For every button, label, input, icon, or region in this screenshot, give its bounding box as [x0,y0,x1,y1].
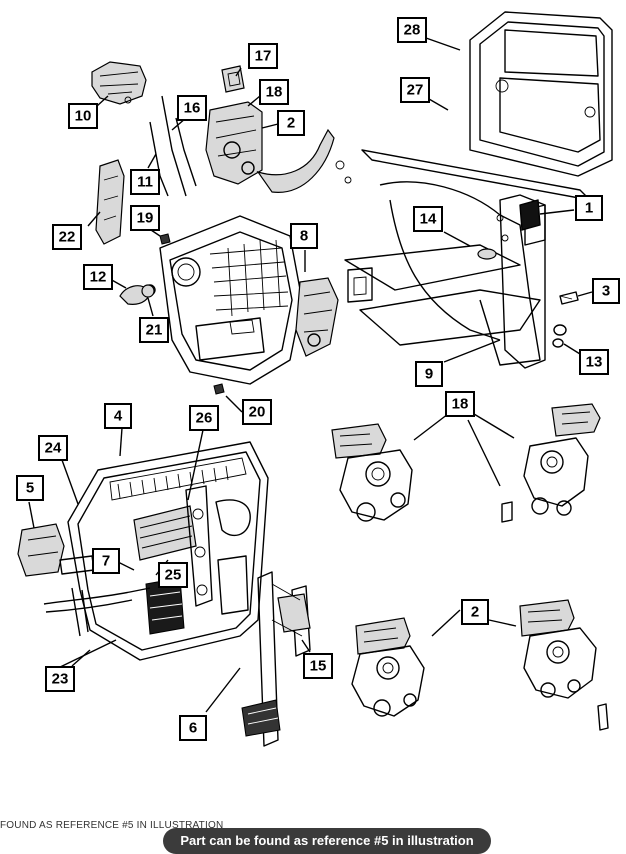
latch-part-18-top [205,101,263,185]
svg-text:16: 16 [184,100,201,117]
screw-part-19 [159,233,171,245]
callout-6: 6 [179,715,207,741]
svg-text:11: 11 [137,174,153,191]
callout-27: 27 [400,77,430,103]
callout-24: 24 [38,435,68,461]
svg-text:23: 23 [52,671,69,688]
svg-text:28: 28 [404,22,421,39]
seal-part-upper [256,128,335,193]
svg-text:5: 5 [26,480,34,497]
callout-3: 3 [592,278,620,304]
callout-23: 23 [45,666,75,692]
actuator-part-8 [295,277,339,357]
svg-text:4: 4 [114,408,123,425]
callout-19: 19 [130,205,160,231]
callout-11: 11 [130,169,160,195]
svg-text:2: 2 [287,115,295,132]
callout-1: 1 [575,195,603,221]
grommet-part-21 [141,284,155,298]
callout-2-top: 2 [277,110,305,136]
callout-25: 25 [158,562,188,588]
svg-text:17: 17 [255,48,272,65]
inner-door-module [159,215,303,385]
svg-text:21: 21 [146,322,163,339]
callout-9: 9 [415,361,443,387]
latch-assembly-18-left [331,423,413,522]
svg-text:13: 13 [586,354,603,371]
hinge-part-5 [17,523,95,577]
callout-14: 14 [413,206,443,232]
latch-cover-part-10 [91,61,147,105]
svg-text:18: 18 [452,396,469,413]
latch-assembly-2-right [519,599,609,731]
svg-text:3: 3 [602,283,610,300]
grommet-part-13 [552,338,564,348]
screw-part-20 [213,383,225,395]
callout-18-top: 18 [259,79,289,105]
callout-26: 26 [189,405,219,431]
reference-caption: FOUND AS REFERENCE #5 IN ILLUSTRATION [0,820,224,831]
callout-15: 15 [303,653,333,679]
callout-12: 12 [83,264,113,290]
latch-assembly-2-left [351,617,425,717]
callout-22: 22 [52,224,82,250]
svg-text:7: 7 [102,553,110,570]
svg-text:6: 6 [189,720,197,737]
svg-text:14: 14 [420,211,437,228]
callout-16: 16 [177,95,207,121]
callout-7: 7 [92,548,120,574]
svg-text:2: 2 [471,604,479,621]
door-frame-illustration [335,11,613,369]
svg-text:9: 9 [425,366,433,383]
latch-assembly-18-right [501,403,601,523]
svg-text:10: 10 [75,108,92,125]
callout-10: 10 [68,103,98,129]
switch-part-17 [221,65,245,93]
svg-text:15: 15 [310,658,327,675]
svg-text:24: 24 [45,440,62,457]
callout-2-bottom: 2 [461,599,489,625]
callout-8: 8 [290,223,318,249]
svg-text:1: 1 [585,200,593,217]
rod-part-16 [161,95,197,197]
callout-18-middle: 18 [445,391,475,417]
reference-pill: Part can be found as reference #5 in ill… [163,828,491,854]
leader-lines [28,37,593,713]
svg-text:19: 19 [137,210,154,227]
svg-text:22: 22 [59,229,76,246]
svg-text:26: 26 [196,410,213,427]
door-trim-panel-4 [67,441,269,661]
callout-17: 17 [248,43,278,69]
wiring-part-23 [43,587,151,637]
bracket-part-22 [95,159,125,245]
svg-text:18: 18 [266,84,283,101]
callout-13: 13 [579,349,609,375]
callout-21: 21 [139,317,169,343]
callout-20: 20 [242,399,272,425]
svg-text:27: 27 [407,82,424,99]
callout-28: 28 [397,17,427,43]
fastener-part-3 [559,291,579,305]
svg-text:25: 25 [165,567,182,584]
svg-text:12: 12 [90,269,107,286]
callout-5: 5 [16,475,44,501]
svg-text:8: 8 [300,228,308,245]
callout-4: 4 [104,403,132,429]
window-regulator-6 [241,571,311,747]
svg-text:20: 20 [249,404,266,421]
